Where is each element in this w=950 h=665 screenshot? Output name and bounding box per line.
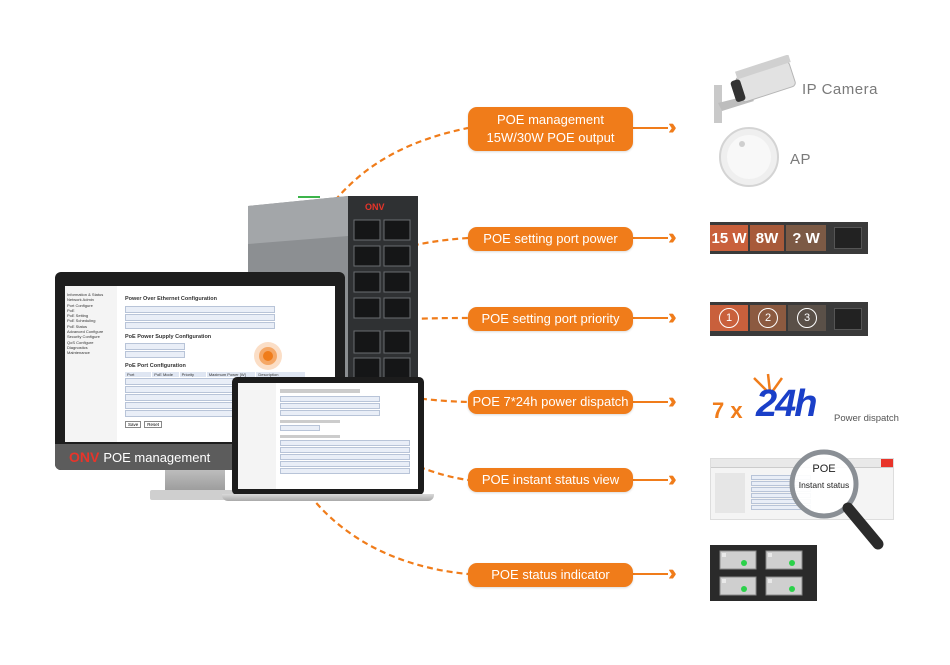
feature-poe-management: POE management 15W/30W POE output — [468, 107, 633, 151]
port-power-cell: 8W — [750, 225, 784, 251]
mini-table-header-cell: Maximum Power [W] — [206, 372, 256, 377]
mini-menu-item[interactable]: Security Configure — [67, 334, 100, 340]
dispatch-big: 24h — [756, 383, 818, 425]
magnifier-subtitle: Instant status — [798, 480, 850, 490]
mini-menu-item[interactable]: Information & Status — [67, 292, 104, 297]
ip-camera-icon — [714, 55, 796, 123]
magnifier-icon — [789, 449, 884, 550]
port-power-strip: 15 W 8W ? W — [710, 222, 868, 254]
mini-menu-item[interactable]: Maintenance — [67, 350, 90, 356]
double-chevron-icon: ›› — [668, 466, 676, 491]
feature-port-power: POE setting port power — [468, 227, 633, 251]
double-chevron-icon: ›› — [668, 560, 676, 585]
ap-label: AP — [790, 151, 812, 168]
port-power-cell: 15 W — [710, 225, 748, 251]
port-priority-cell: 2 — [750, 305, 786, 331]
feature-label: POE 7*24h power dispatch — [472, 394, 629, 409]
monitor-brand-logo: ONV — [69, 449, 100, 465]
mini-save-button[interactable]: Save — [125, 421, 142, 428]
mini-menu-item[interactable]: Port Configure — [67, 302, 93, 308]
feature-label: POE status indicator — [491, 567, 610, 582]
mini-title: Power Over Ethernet Configuration — [125, 296, 217, 302]
mini-menu-item[interactable]: PoE Status — [67, 323, 88, 329]
mini-table-header-cell: Priority — [179, 372, 206, 377]
switch-brand: ONV — [365, 202, 385, 212]
feature-label: POE setting port power — [483, 231, 618, 246]
priority-number: 2 — [758, 308, 778, 328]
mini-reset-button[interactable]: Reset — [144, 421, 163, 428]
dispatch-prefix: 7 x — [712, 398, 743, 423]
mini-menu-item[interactable]: Advanced Configure — [67, 329, 104, 335]
laptop-sidebar — [238, 383, 276, 489]
mini-menu-item[interactable]: Network Admin — [67, 297, 94, 303]
mini-menu-item[interactable]: PoE Scheduling — [67, 318, 96, 324]
double-chevron-icon: ›› — [668, 224, 676, 249]
mini-table-header-cell: PoE Mode — [152, 372, 179, 377]
mini-supply-title: PoE Power Supply Configuration — [125, 334, 212, 340]
mini-port-title: PoE Port Configuration — [125, 363, 186, 369]
rj45-port-icon — [834, 308, 862, 330]
laptop-content — [280, 389, 414, 475]
sun-rays-icon — [753, 373, 784, 393]
poe-switch-image — [248, 196, 418, 396]
priority-number: 1 — [719, 308, 739, 328]
feature-port-priority: POE setting port priority — [468, 307, 633, 331]
feature-label: POE instant status view — [481, 472, 620, 487]
monitor-base — [150, 490, 245, 500]
feature-label: POE management — [497, 112, 604, 127]
status-indicator-image — [710, 545, 817, 601]
mini-menu-item[interactable]: QoS Configure — [67, 339, 94, 345]
double-chevron-icon: ›› — [668, 304, 676, 329]
mini-table-header-cell: Port — [125, 372, 152, 377]
monitor-stand — [165, 470, 225, 492]
mini-menu-item[interactable]: PoE — [67, 307, 75, 313]
feature-status-indicator: POE status indicator — [468, 563, 633, 587]
rj45-port-icon — [834, 227, 862, 249]
double-chevron-icon: ›› — [668, 388, 676, 413]
dispatch-caption: Power dispatch — [834, 413, 899, 424]
port-priority-strip: 1 2 3 — [710, 302, 868, 336]
feature-label: POE setting port priority — [481, 311, 620, 326]
feature-sublabel: 15W/30W POE output — [486, 130, 615, 145]
laptop — [232, 377, 424, 495]
laptop-base — [222, 494, 434, 501]
mini-table-header-cell: Description — [256, 372, 305, 377]
port-power-cell: ? W — [786, 225, 826, 251]
ip-camera-label: IP Camera — [802, 81, 878, 98]
access-point-icon — [719, 127, 779, 187]
mini-menu-item[interactable]: Diagnostics — [67, 344, 88, 350]
priority-number: 3 — [797, 308, 817, 328]
hub-glow — [254, 342, 282, 370]
monitor-label: POE management — [103, 449, 211, 465]
mini-menu-item[interactable]: PoE Setting — [67, 313, 89, 319]
double-chevron-icon: ›› — [668, 114, 676, 139]
laptop-screen — [238, 383, 418, 489]
feature-power-dispatch: POE 7*24h power dispatch — [468, 390, 633, 414]
mini-content: Power Over Ethernet Configuration PoE Po… — [125, 296, 325, 428]
magnifier-title: POE — [812, 463, 836, 475]
port-priority-cell: 1 — [710, 305, 748, 331]
feature-status-view: POE instant status view — [468, 468, 633, 492]
port-priority-cell: 3 — [788, 305, 826, 331]
